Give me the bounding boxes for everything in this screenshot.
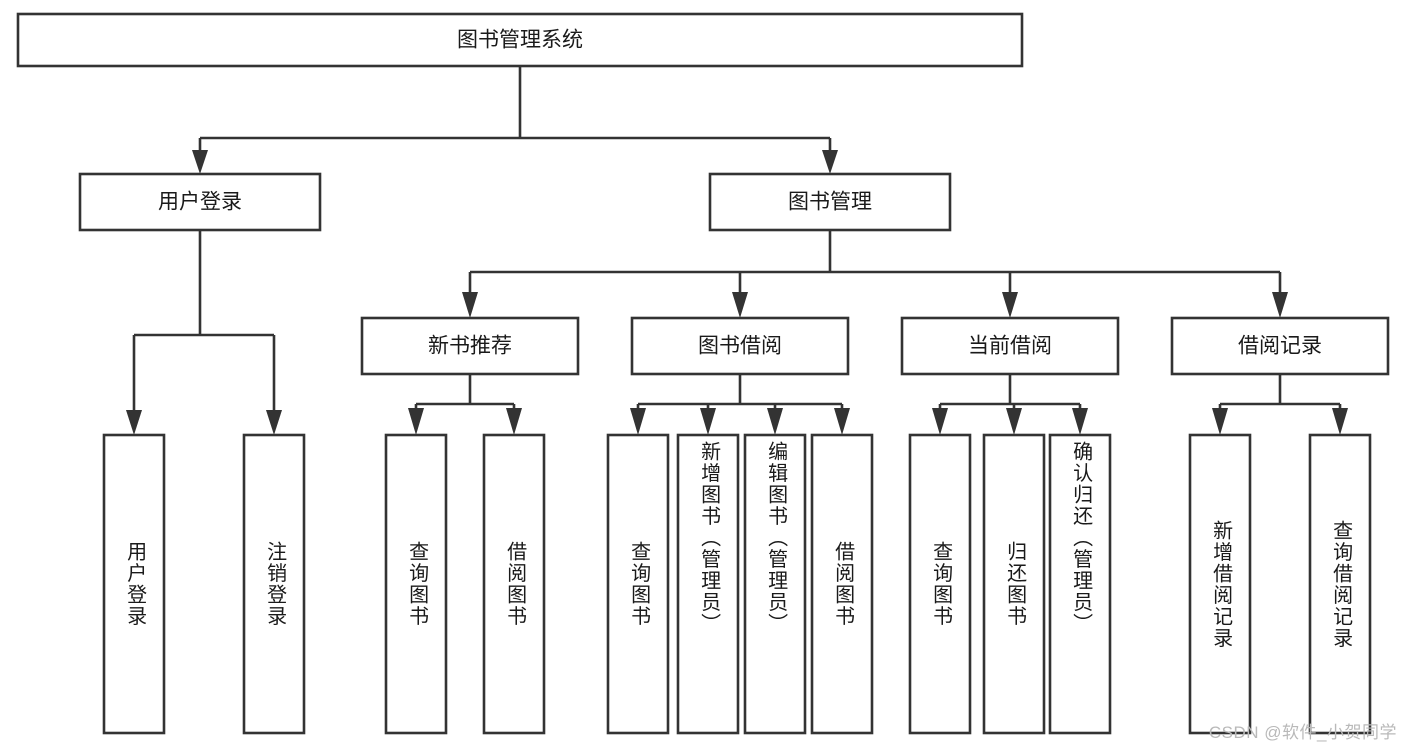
leaf-label-wrap-add-book: 新增图书（管理员） xyxy=(678,435,738,733)
arrow-head-book-borrow xyxy=(732,292,748,318)
arrow-head-new-book-recommend xyxy=(462,292,478,318)
leaf-label-wrap-borrow-book-2: 借阅图书 xyxy=(812,435,872,733)
arrow-head-leaf-add-book xyxy=(700,408,716,435)
arrow-head-leaf-query-book-3 xyxy=(932,408,948,435)
node-leaf-query-book-2-box[interactable] xyxy=(606,433,670,735)
arrow-head-current-borrow xyxy=(1002,292,1018,318)
arrow-head-leaf-query-book-1 xyxy=(408,408,424,435)
arrow-head-leaf-borrow-book-2 xyxy=(834,408,850,435)
node-leaf-return-book-box[interactable] xyxy=(982,433,1046,735)
arrow-head-leaf-borrow-book-1 xyxy=(506,408,522,435)
leaf-label-wrap-add-borrow-record: 新增借阅记录 xyxy=(1190,435,1250,733)
leaf-label-wrap-borrow-book-1: 借阅图书 xyxy=(484,435,544,733)
node-leaf-confirm-return-box[interactable] xyxy=(1048,433,1112,735)
node-leaf-query-book-1-label: 查询图书 xyxy=(405,541,428,627)
node-leaf-user-logout-box[interactable] xyxy=(242,433,306,735)
node-borrow-record-box[interactable] xyxy=(1170,316,1390,376)
node-leaf-edit-book-box[interactable] xyxy=(743,433,807,735)
node-root-box[interactable] xyxy=(16,12,1024,68)
leaf-label-wrap-query-borrow-record: 查询借阅记录 xyxy=(1310,435,1370,733)
node-leaf-add-book-label: 新增图书（管理员） xyxy=(697,441,720,635)
node-leaf-query-book-1-box[interactable] xyxy=(384,433,448,735)
leaf-label-wrap-query-book-3: 查询图书 xyxy=(910,435,970,733)
leaf-label-wrap-confirm-return: 确认归还（管理员） xyxy=(1050,435,1110,733)
node-current-borrow-box[interactable] xyxy=(900,316,1120,376)
node-new-book-recommend-label: 新书推荐 xyxy=(428,335,512,358)
node-leaf-edit-book-label: 编辑图书（管理员） xyxy=(764,441,787,635)
leaf-label-wrap-return-book: 归还图书 xyxy=(984,435,1044,733)
node-leaf-confirm-return-label: 确认归还（管理员） xyxy=(1069,441,1092,635)
watermark-text: CSDN @软件_小贺同学 xyxy=(1208,723,1397,742)
arrow-head-leaf-confirm-return xyxy=(1072,408,1088,435)
node-leaf-user-logout-label: 注销登录 xyxy=(263,541,286,627)
node-user-login-label: 用户登录 xyxy=(158,191,242,214)
node-leaf-return-book-label: 归还图书 xyxy=(1003,541,1026,627)
node-leaf-user-login-label: 用户登录 xyxy=(123,541,146,627)
leaf-label-wrap-query-book-1: 查询图书 xyxy=(386,435,446,733)
node-leaf-user-login-box[interactable] xyxy=(102,433,166,735)
connector-layer xyxy=(126,66,1348,435)
arrow-head-leaf-query-borrow-record xyxy=(1332,408,1348,435)
arrow-head-leaf-add-borrow-record xyxy=(1212,408,1228,435)
node-new-book-recommend-box[interactable] xyxy=(360,316,580,376)
node-leaf-borrow-book-2-label: 借阅图书 xyxy=(831,541,854,627)
node-leaf-query-book-3-label: 查询图书 xyxy=(929,541,952,627)
arrow-head-leaf-user-logout xyxy=(266,410,282,435)
node-book-manage-label: 图书管理 xyxy=(788,191,872,214)
leaf-label-wrap-user-login: 用户登录 xyxy=(104,435,164,733)
node-leaf-query-book-2-label: 查询图书 xyxy=(627,541,650,627)
arrow-head-leaf-query-book-2 xyxy=(630,408,646,435)
node-leaf-add-borrow-record-box[interactable] xyxy=(1188,433,1252,735)
node-leaf-query-book-3-box[interactable] xyxy=(908,433,972,735)
node-leaf-borrow-book-1-label: 借阅图书 xyxy=(503,541,526,627)
node-book-borrow-label: 图书借阅 xyxy=(698,335,782,358)
node-leaf-query-borrow-record-box[interactable] xyxy=(1308,433,1372,735)
arrow-head-borrow-record xyxy=(1272,292,1288,318)
arrow-head-leaf-edit-book xyxy=(767,408,783,435)
node-borrow-record-label: 借阅记录 xyxy=(1238,335,1322,358)
arrow-head-book-manage xyxy=(822,150,838,174)
node-leaf-add-book-box[interactable] xyxy=(676,433,740,735)
node-root-label: 图书管理系统 xyxy=(457,29,583,52)
node-leaf-borrow-book-1-box[interactable] xyxy=(482,433,546,735)
arrow-head-leaf-return-book xyxy=(1006,408,1022,435)
node-leaf-query-borrow-record-label: 查询借阅记录 xyxy=(1329,519,1352,649)
leaf-label-wrap-edit-book: 编辑图书（管理员） xyxy=(745,435,805,733)
node-book-borrow-box[interactable] xyxy=(630,316,850,376)
node-book-manage-box[interactable] xyxy=(708,172,952,232)
node-leaf-add-borrow-record-label: 新增借阅记录 xyxy=(1209,519,1232,649)
node-current-borrow-label: 当前借阅 xyxy=(968,335,1052,358)
leaf-label-wrap-user-logout: 注销登录 xyxy=(244,435,304,733)
leaf-label-wrap-query-book-2: 查询图书 xyxy=(608,435,668,733)
node-user-login-box[interactable] xyxy=(78,172,322,232)
arrow-head-leaf-user-login xyxy=(126,410,142,435)
node-layer: 图书管理系统 用户登录 图书管理 新书推荐 图书借阅 当前借阅 借阅记录 xyxy=(16,12,1390,735)
arrow-head-user-login xyxy=(192,150,208,174)
node-leaf-borrow-book-2-box[interactable] xyxy=(810,433,874,735)
